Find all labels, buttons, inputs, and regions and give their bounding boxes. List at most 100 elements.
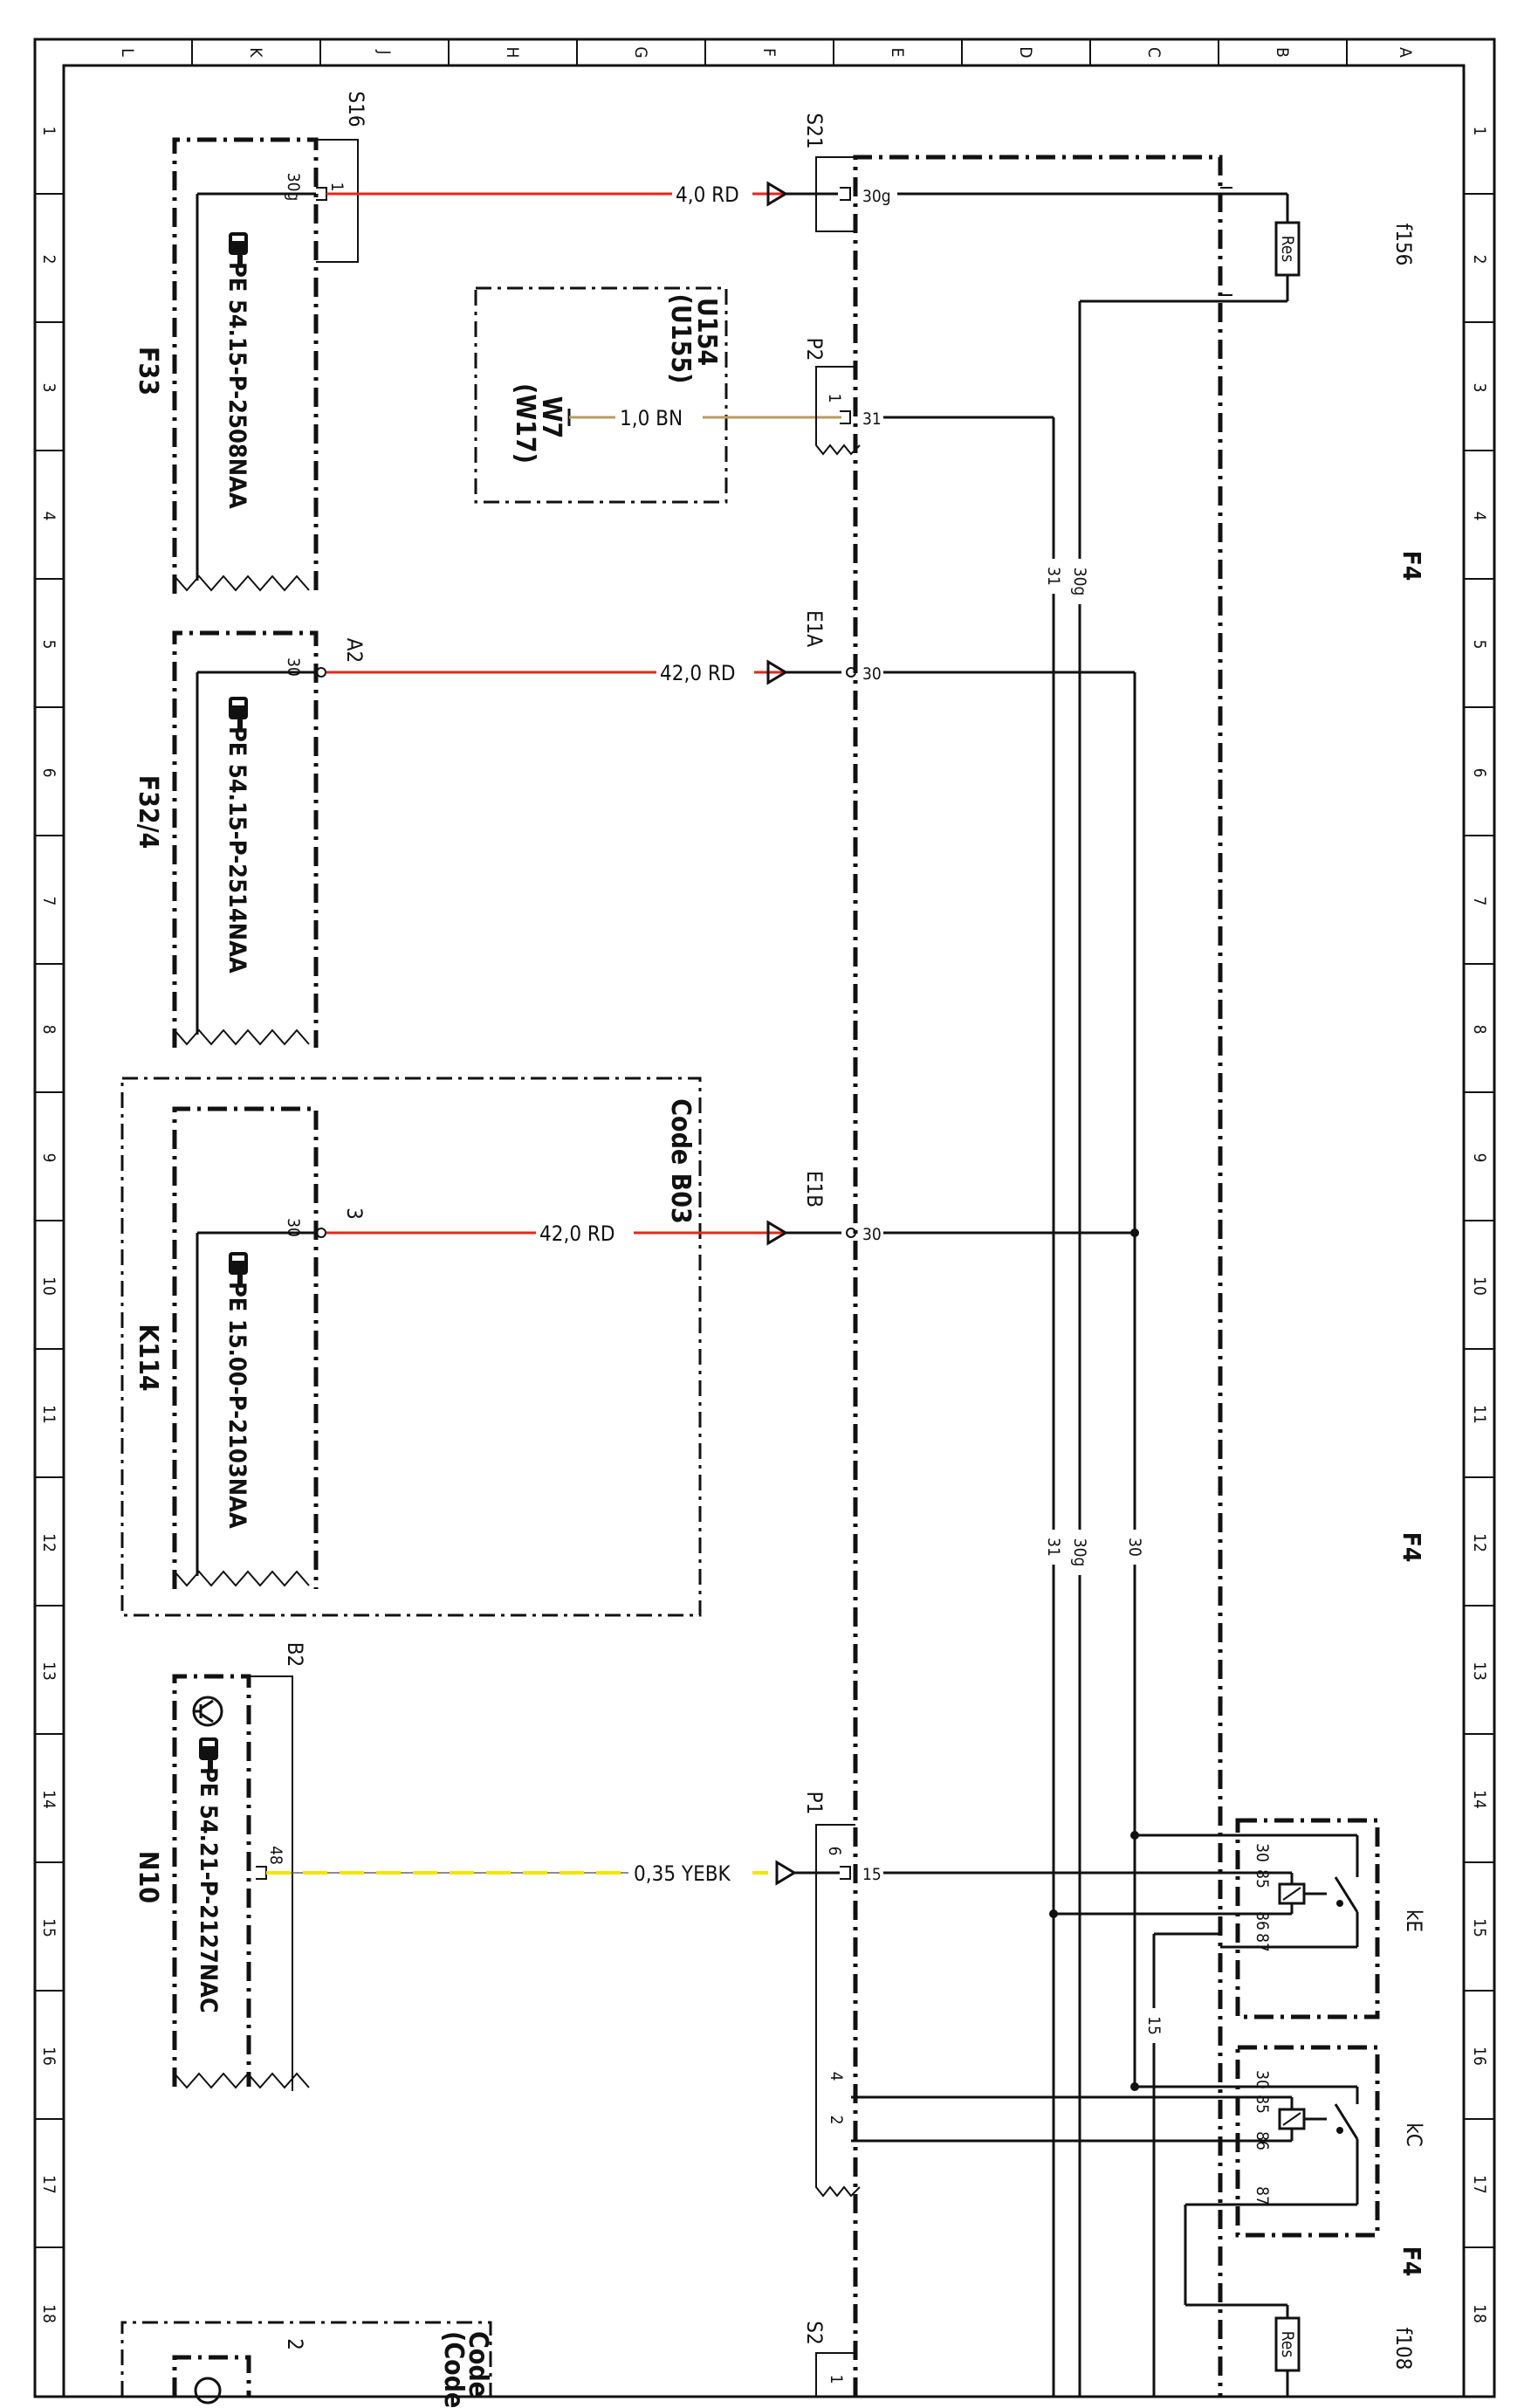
u154-component: U154 (U155) W7 (W17) [474, 286, 728, 504]
bus-label-mid-31: 31 [1044, 1538, 1063, 1557]
u154-line1: U154 [691, 298, 722, 366]
wire-42-0-rd-e1b-label: 42,0 RD [539, 1221, 615, 1246]
k114-pin-term: 30 [284, 1218, 303, 1237]
n10-component: B2 48 N10 PE 54.21-P-2127NAC [133, 1642, 310, 2091]
e1b-pin: 30 [862, 1225, 882, 1244]
row-label-right-11: 11 [1470, 1405, 1489, 1424]
wire-42-0-rd-e1a: 42,0 RD [326, 657, 841, 685]
s21-pin: 30g [862, 187, 891, 206]
column-label-g: G [631, 46, 650, 58]
bus-label-mid-30g: 30g [1070, 1538, 1089, 1567]
n10-pin-term: 48 [266, 1846, 285, 1865]
column-label-b: B [1273, 47, 1292, 58]
bus-label-lower-15: 15 [1144, 2016, 1164, 2035]
p1-pin-num: 6 [825, 1847, 844, 1856]
row-label-right-15: 15 [1470, 1918, 1489, 1937]
row-label-right-17: 17 [1470, 2175, 1489, 2194]
row-label-right-1: 1 [1470, 127, 1489, 136]
f32-4-name: F32/4 [133, 775, 163, 850]
wire-4-0-rd-text: 4,0 RD [676, 182, 739, 207]
column-label-a: A [1396, 47, 1415, 58]
relay-ke-pin-86: 86 [1253, 1911, 1272, 1930]
f4-label-bottom: F4 [1397, 2246, 1426, 2277]
e1b-connector: E1B 30 [802, 1171, 1139, 1244]
f4-label-top: F4 [1397, 551, 1426, 581]
f33-component: 30g F33 PE 54.15-P-2508NAA S16 1 [133, 91, 368, 594]
pointing-hand-icon [229, 697, 248, 732]
relay-ke-label: kE [1402, 1909, 1426, 1932]
relay-kc-pin-87: 87 [1253, 2186, 1272, 2205]
row-labels: 1 2 3 4 5 6 7 8 9 10 11 12 13 14 15 16 1… [35, 127, 1494, 2323]
f108-resistor-label: Res [1278, 2331, 1297, 2358]
column-labels: L K J H G F E D C B A [118, 39, 1415, 65]
row-label-left-12: 12 [39, 1533, 58, 1552]
transistor-symbol-icon [192, 1696, 223, 1727]
relay-coil-icon [1278, 2108, 1306, 2130]
row-label-right-3: 3 [1470, 383, 1489, 393]
wire-42-0-rd-e1b: 42,0 RD [326, 1217, 841, 1246]
row-label-left-13: 13 [39, 1662, 58, 1681]
sheet-frame [33, 38, 1496, 2398]
row-label-left-15: 15 [39, 1918, 58, 1937]
row-label-left-14: 14 [39, 1790, 58, 1809]
column-label-j: J [374, 49, 394, 54]
s16-pin-num: 1 [327, 182, 347, 192]
f108-label: f108 [1391, 2328, 1416, 2370]
wire-1-0-bn-label: 1,0 BN [620, 406, 683, 430]
relay-kc-pin-30: 30 [1253, 2070, 1272, 2089]
f4-fuse-box: F4 F4 F4 [853, 155, 1426, 2397]
p1-pin-a: 4 [827, 2072, 846, 2081]
f32-4-ref: PE 54.15-P-2514NAA [223, 726, 251, 974]
s21-connector: S21 30g [802, 113, 1220, 232]
bottom-code-component: Code (Code 2 [120, 2321, 493, 2408]
relay-kc-pin-85: 85 [1253, 2095, 1272, 2114]
e1a-label: E1A [802, 610, 827, 647]
row-label-right-7: 7 [1470, 897, 1489, 906]
wire-0-35-yebk: 0,35 YEBK [266, 1857, 840, 1886]
row-label-left-10: 10 [39, 1276, 58, 1296]
row-label-right-12: 12 [1470, 1533, 1489, 1552]
bottom-code-pin: 2 [283, 2338, 307, 2350]
k114-code: Code B03 [665, 1098, 696, 1224]
k114-ref: PE 15.00-P-2103NAA [223, 1282, 251, 1529]
relay-ke-pin-30: 30 [1253, 1843, 1272, 1862]
f33-pin-term: 30g [284, 173, 303, 202]
a2-label: A2 [342, 638, 367, 664]
s2-pin-num: 1 [827, 2375, 846, 2384]
transistor-symbol-icon [194, 2377, 222, 2405]
wire-1-0-bn: 1,0 BN [569, 402, 841, 430]
s2-label: S2 [802, 2321, 827, 2344]
s21-label: S21 [802, 113, 827, 148]
p1-label: P1 [802, 1792, 827, 1815]
row-label-right-10: 10 [1470, 1276, 1489, 1296]
e1a-connector: E1A 30 [802, 610, 1135, 684]
row-label-left-3: 3 [39, 383, 58, 393]
f33-ref: PE 54.15-P-2508NAA [223, 262, 251, 509]
s2-connector: S2 1 [802, 2321, 855, 2397]
pointing-hand-icon [199, 1737, 218, 1772]
p1-pin-b: 2 [827, 2116, 846, 2125]
column-label-h: H [503, 47, 522, 58]
relay-coil-icon [1278, 1882, 1306, 1905]
f156-fuse: Res f156 [1220, 187, 1416, 303]
relay-ke-pin-85: 85 [1253, 1869, 1272, 1889]
row-label-left-8: 8 [39, 1025, 58, 1035]
k114-connector: 3 [342, 1207, 367, 1220]
w7-line1: W7 [536, 396, 566, 439]
pointing-hand-icon [229, 1252, 248, 1287]
row-label-right-13: 13 [1470, 1662, 1489, 1681]
p2-connector: P2 1 31 [802, 338, 1054, 456]
row-label-right-18: 18 [1470, 2304, 1489, 2323]
wire-0-35-yebk-label: 0,35 YEBK [634, 1861, 731, 1886]
k114-name: K114 [133, 1324, 163, 1391]
column-label-f: F [759, 48, 779, 57]
row-label-left-6: 6 [39, 768, 58, 778]
p2-label: P2 [802, 338, 827, 361]
row-label-left-5: 5 [39, 640, 58, 650]
f108-fuse: Res f108 [1220, 2303, 1416, 2397]
row-label-left-9: 9 [39, 1153, 58, 1163]
e1b-label: E1B [802, 1171, 827, 1207]
f156-resistor-label: Res [1278, 236, 1297, 263]
s16-label: S16 [344, 91, 368, 127]
